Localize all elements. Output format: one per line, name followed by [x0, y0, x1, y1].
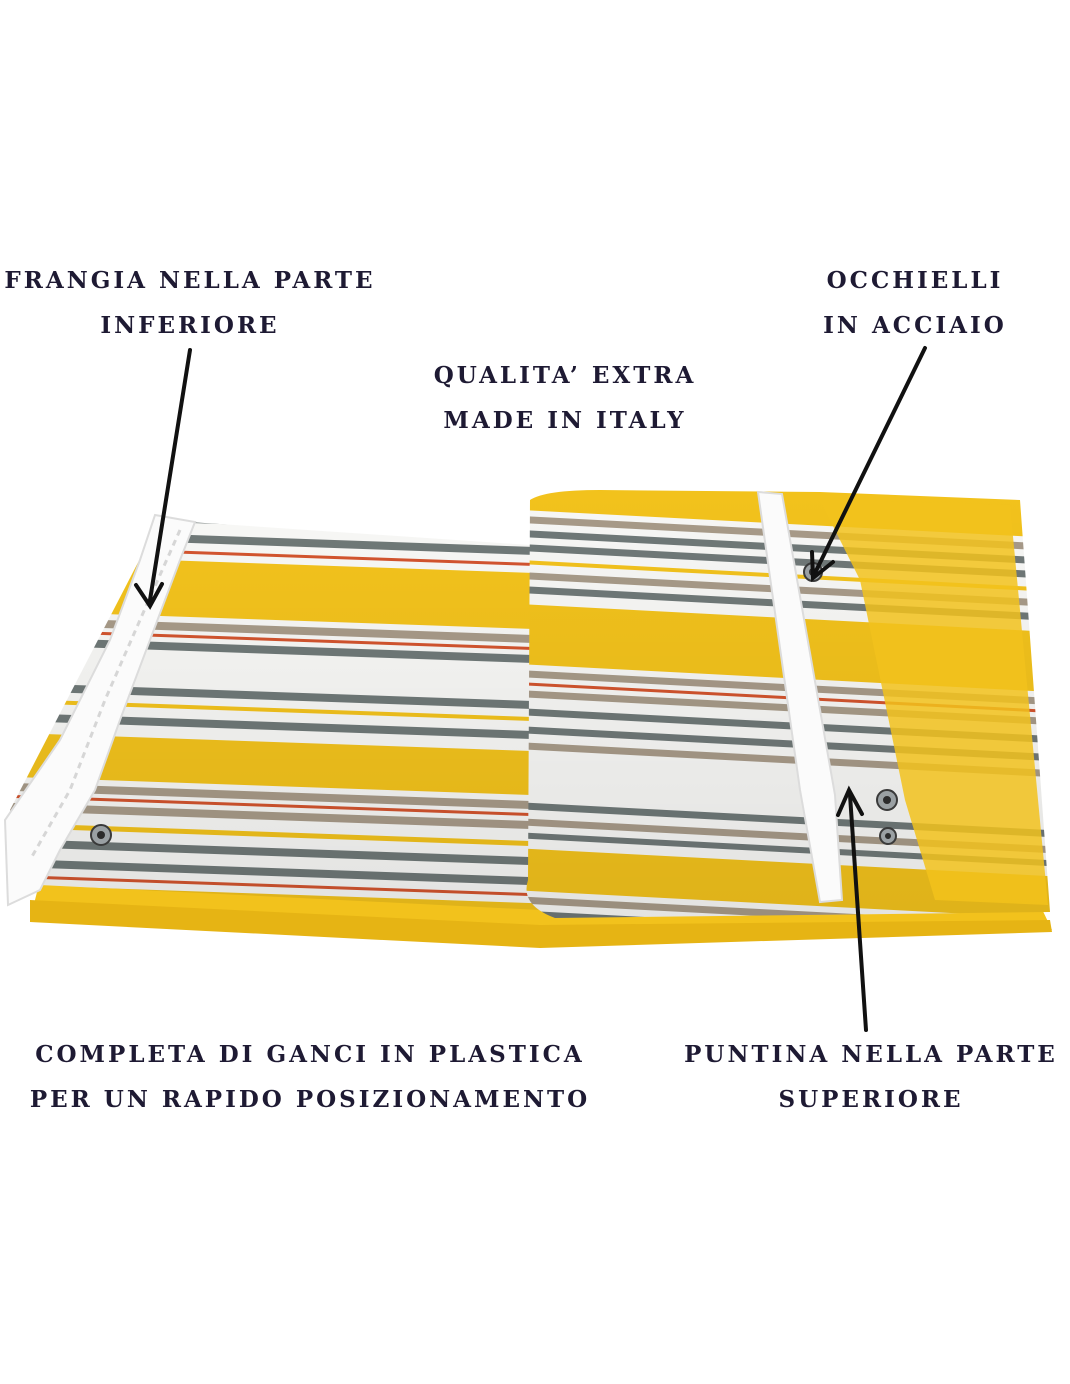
- label-tacks: PUNTINA NELLA PARTE SUPERIORE: [684, 1041, 1058, 1113]
- label-fringe: FRANGIA NELLA PARTE INFERIORE: [4, 267, 376, 339]
- arrow-tacks-icon: [836, 785, 868, 1032]
- label-quality: QUALITA’ EXTRA MADE IN ITALY: [433, 362, 697, 434]
- fringe: [3, 513, 197, 907]
- arrow-eyelets-icon: [810, 346, 927, 583]
- eyelet-icon: [90, 824, 112, 846]
- eyelet-icon: [879, 827, 897, 845]
- label-eyelets: OCCHIELLI IN ACCIAIO: [823, 267, 1007, 339]
- arrow-fringe-icon: [134, 348, 192, 610]
- eyelet-icon: [876, 789, 898, 811]
- label-hooks: COMPLETA DI GANCI IN PLASTICA PER UN RAP…: [29, 1041, 591, 1113]
- roll-fringe: [756, 490, 844, 904]
